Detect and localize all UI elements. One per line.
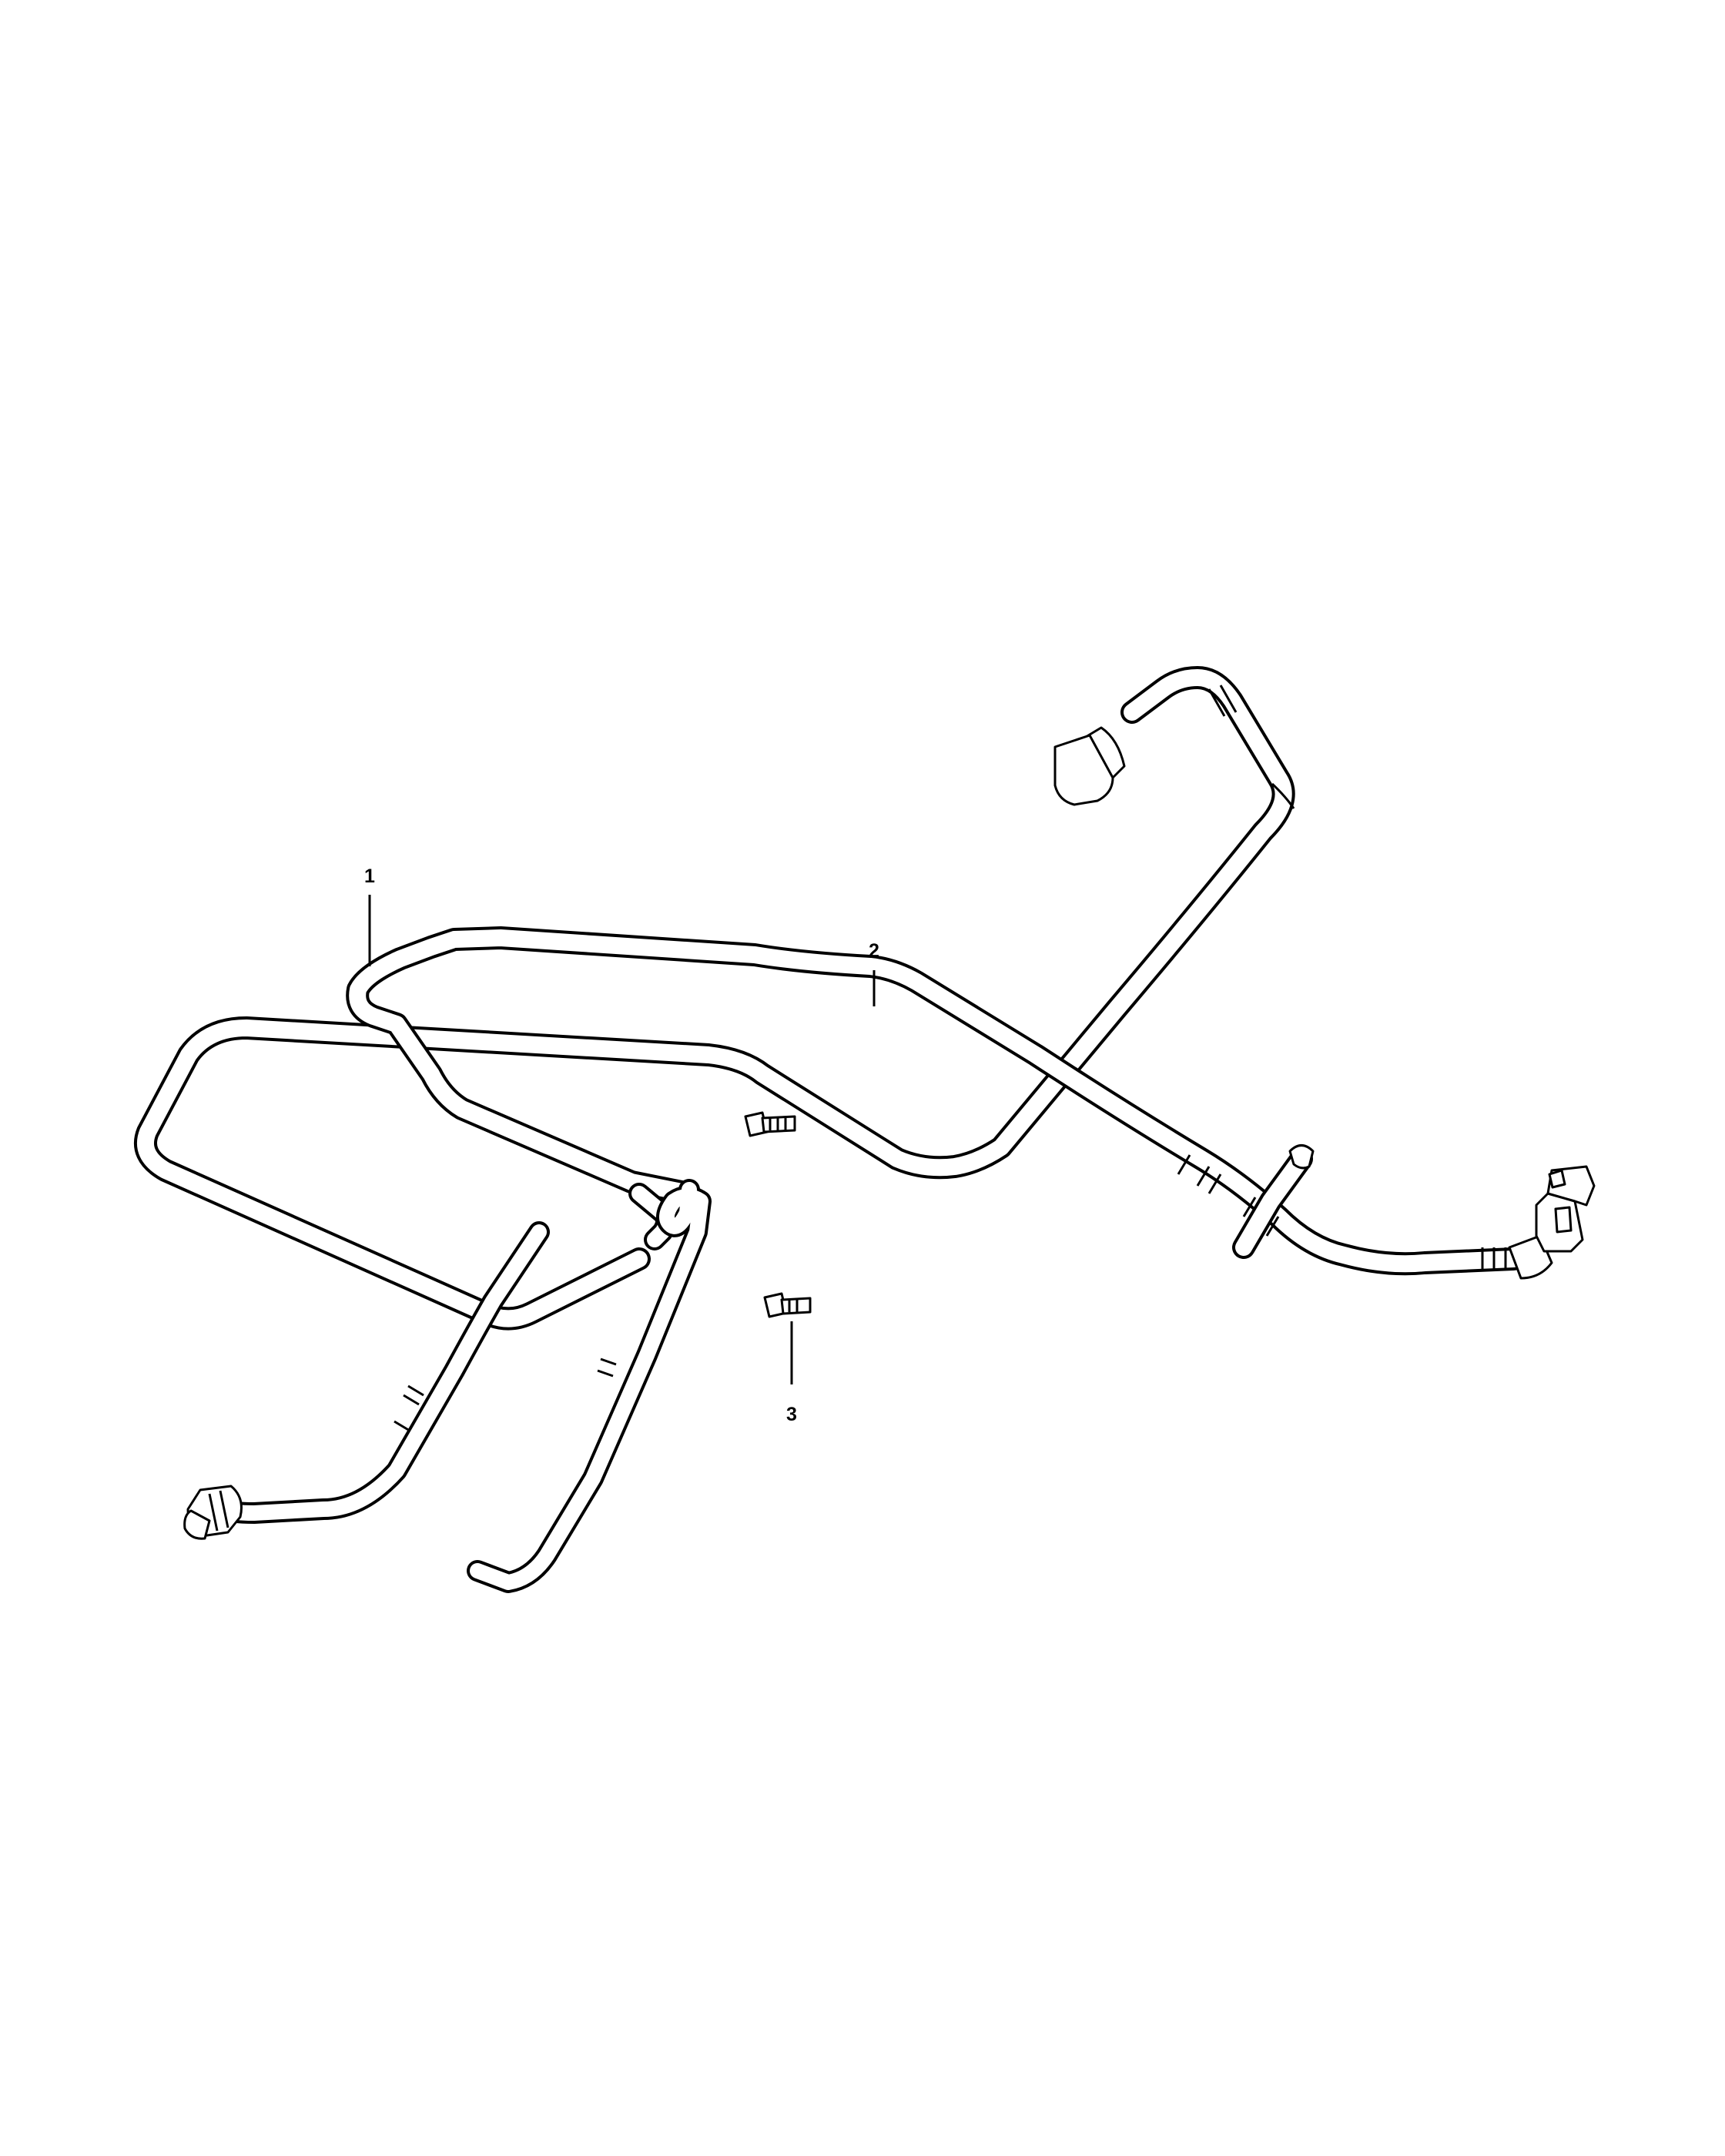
bolt-upper bbox=[744, 1111, 796, 1137]
fuel-line-1 bbox=[133, 666, 1295, 1540]
fuel-line-2 bbox=[346, 926, 1596, 1593]
callout-3: 3 bbox=[786, 1404, 797, 1425]
callout-1: 1 bbox=[364, 865, 375, 887]
bolt-lower bbox=[763, 1292, 812, 1318]
callout-2: 2 bbox=[869, 940, 879, 962]
